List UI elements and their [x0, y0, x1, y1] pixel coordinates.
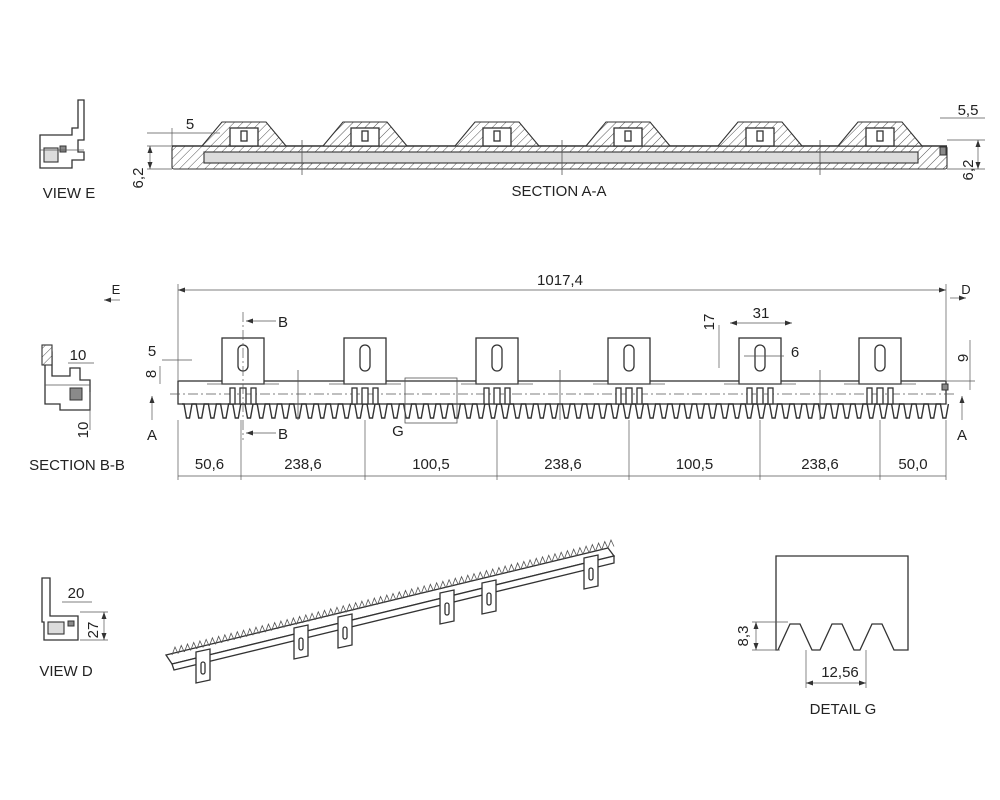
- iso-bracket: [439, 589, 455, 625]
- section-bracket: [584, 121, 672, 147]
- section-b-b-label: SECTION B-B: [29, 457, 125, 474]
- cut-b-top: B: [278, 314, 288, 331]
- view-e-label: VIEW E: [43, 185, 96, 202]
- dim-total-length: 1017,4: [537, 272, 583, 289]
- view-d: 20 27 VIEW D: [39, 577, 108, 680]
- svg-text:A: A: [147, 427, 157, 444]
- spacing-dimension-label: 50,0: [898, 456, 927, 473]
- front-bracket: [593, 337, 665, 405]
- view-e-arrow: E: [104, 282, 121, 303]
- iso-bracket: [583, 554, 599, 590]
- svg-text:A: A: [957, 427, 967, 444]
- section-a-a-label: SECTION A-A: [511, 183, 606, 200]
- dim-end-offset: 5: [148, 343, 156, 360]
- dim-aa-left-offset: 5: [186, 116, 194, 133]
- dim-end-height: 8: [143, 370, 160, 378]
- spacing-dimension-label: 238,6: [284, 456, 322, 473]
- svg-text:D: D: [961, 282, 970, 297]
- detail-g: 8,3 12,56 DETAIL G: [735, 555, 909, 718]
- dim-aa-right-thickness: 6,2: [960, 160, 977, 181]
- detail-g-marker: G: [392, 423, 404, 440]
- dim-detail-g-pitch: 12,56: [821, 664, 859, 681]
- iso-bracket: [195, 648, 211, 684]
- spacing-dimension-label: 50,6: [195, 456, 224, 473]
- spacing-dimension-label: 100,5: [412, 456, 450, 473]
- cut-a-right: A: [957, 396, 967, 444]
- spacing-dimension-label: 238,6: [544, 456, 582, 473]
- view-e: VIEW E: [39, 99, 96, 202]
- section-bracket: [716, 121, 804, 147]
- section-b-b: 10 10 SECTION B-B: [29, 344, 125, 474]
- cut-b-bottom: B: [278, 426, 288, 443]
- dim-aa-left-thickness: 6,2: [130, 168, 147, 189]
- front-bracket: [329, 337, 401, 405]
- section-a-a: 5 6,2 5,5 6,2 SECTION A-A: [130, 102, 985, 200]
- cut-b: B B: [242, 312, 288, 443]
- spacing-dimensions: 50,6 238,6 100,5 238,6 100,5 238,6 50,0: [177, 420, 947, 480]
- front-bracket: [461, 337, 533, 405]
- detail-g-label: DETAIL G: [810, 701, 877, 718]
- iso-bracket: [337, 613, 353, 649]
- spacing-dimension-label: 238,6: [801, 456, 839, 473]
- iso-bracket: [293, 624, 309, 660]
- svg-text:E: E: [112, 282, 121, 297]
- rack-front-view: 1017,4 A A B B 5 8: [143, 272, 975, 480]
- isometric-view: [164, 538, 616, 684]
- cut-a-left: A: [147, 396, 157, 444]
- front-bracket: [724, 337, 796, 405]
- dim-view-d-height: 27: [85, 622, 102, 639]
- front-bracket: [844, 337, 916, 405]
- dim-aa-right-offset: 5,5: [958, 102, 979, 119]
- dim-bracket-height: 17: [701, 314, 718, 331]
- view-d-label: VIEW D: [39, 663, 93, 680]
- dim-slot-width: 6: [791, 344, 799, 361]
- section-bracket: [453, 121, 541, 147]
- view-d-arrow: D: [950, 282, 971, 301]
- section-bracket: [321, 121, 409, 147]
- section-bracket: [200, 121, 288, 147]
- dim-bb-width: 10: [70, 347, 87, 364]
- section-bracket: [836, 121, 924, 147]
- dim-bracket-width: 31: [753, 305, 770, 322]
- dim-detail-g-tooth-height: 8,3: [735, 626, 752, 647]
- dim-right-height: 9: [955, 354, 972, 362]
- dim-view-d-width: 20: [68, 585, 85, 602]
- section-a-a-brackets: [200, 121, 924, 147]
- iso-bracket: [481, 579, 497, 615]
- spacing-dimension-label: 100,5: [676, 456, 714, 473]
- dim-bb-height: 10: [75, 422, 92, 439]
